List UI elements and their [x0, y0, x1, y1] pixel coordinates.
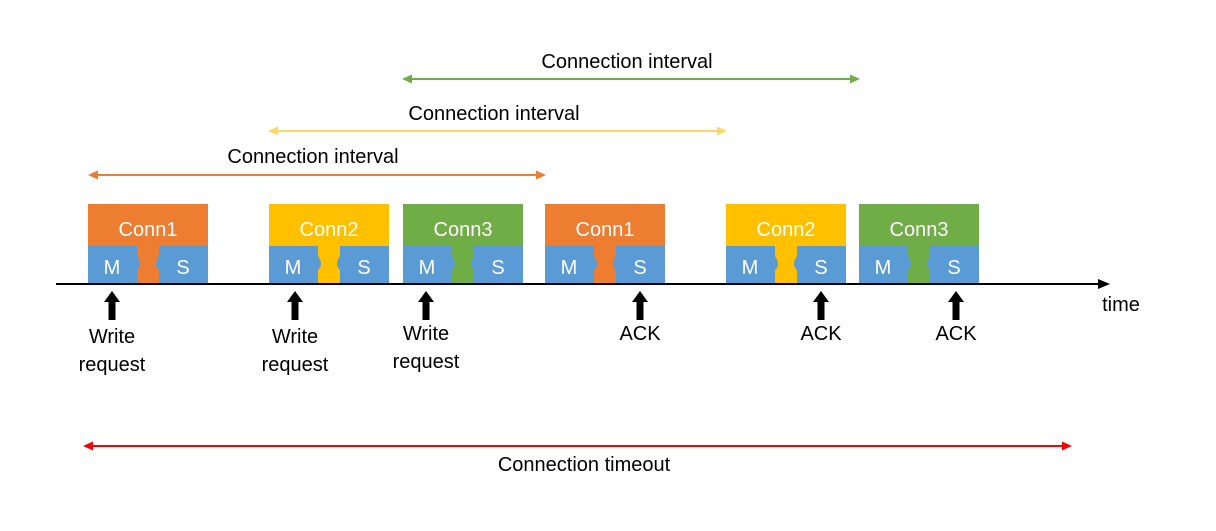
conn-block-header-4	[545, 204, 665, 246]
ms-link-6	[908, 246, 930, 284]
master-label-4: M	[561, 257, 578, 279]
event-label-6-line-1: ACK	[935, 323, 977, 345]
connection-timeout-arrow-head-right	[1062, 441, 1072, 451]
connection-interval-arrow-3-head-left	[88, 170, 98, 180]
event-label-2-line-1: Write	[272, 326, 318, 348]
connection-interval-arrow-2-head-left	[268, 126, 278, 136]
conn-block-header-1	[88, 204, 208, 246]
conn-block-label-6: Conn3	[890, 219, 949, 241]
event-label-3-line-1: Write	[403, 323, 449, 345]
event-label-4-line-1: ACK	[619, 323, 661, 345]
slave-label-2: S	[357, 257, 370, 279]
event-arrow-6	[948, 291, 964, 320]
event-label-1-line-1: Write	[89, 326, 135, 348]
connection-interval-arrow-1-head-left	[402, 74, 412, 84]
conn-block-label-3: Conn3	[434, 219, 493, 241]
slave-label-5: S	[814, 257, 827, 279]
connection-interval-label-2: Connection interval	[408, 103, 579, 125]
event-label-1-line-2: request	[79, 354, 146, 376]
slave-label-6: S	[947, 257, 960, 279]
ms-link-5	[775, 246, 797, 284]
time-axis-arrowhead	[1098, 279, 1110, 289]
connection-interval-arrow-2-head-right	[717, 126, 727, 136]
ms-link-2	[318, 246, 340, 284]
event-label-3-line-2: request	[393, 351, 460, 373]
event-arrow-2	[287, 291, 303, 320]
conn-block-header-6	[859, 204, 979, 246]
event-arrow-1	[104, 291, 120, 320]
connection-interval-label-1: Connection interval	[541, 51, 712, 73]
event-arrow-4	[632, 291, 648, 320]
conn-block-header-5	[726, 204, 846, 246]
ms-link-1	[137, 246, 159, 284]
master-label-1: M	[104, 257, 121, 279]
connection-interval-label-3: Connection interval	[227, 146, 398, 168]
slave-label-4: S	[633, 257, 646, 279]
slave-label-1: S	[176, 257, 189, 279]
conn-block-label-1: Conn1	[119, 219, 178, 241]
master-label-5: M	[742, 257, 759, 279]
conn-block-label-4: Conn1	[576, 219, 635, 241]
conn-block-header-2	[269, 204, 389, 246]
time-axis-label: time	[1102, 294, 1140, 316]
conn-block-label-5: Conn2	[757, 219, 816, 241]
master-label-3: M	[419, 257, 436, 279]
slave-label-3: S	[491, 257, 504, 279]
connection-interval-arrow-1-head-right	[850, 74, 860, 84]
conn-block-label-2: Conn2	[300, 219, 359, 241]
connection-interval-arrow-3-head-right	[536, 170, 546, 180]
connection-timeout-label: Connection timeout	[498, 454, 671, 476]
event-label-2-line-2: request	[262, 354, 329, 376]
connection-timeout-arrow-head-left	[83, 441, 93, 451]
conn-block-header-3	[403, 204, 523, 246]
ms-link-3	[452, 246, 474, 284]
master-label-2: M	[285, 257, 302, 279]
master-label-6: M	[875, 257, 892, 279]
event-arrow-5	[813, 291, 829, 320]
event-arrow-3	[418, 291, 434, 320]
ms-link-4	[594, 246, 616, 284]
event-label-5-line-1: ACK	[800, 323, 842, 345]
